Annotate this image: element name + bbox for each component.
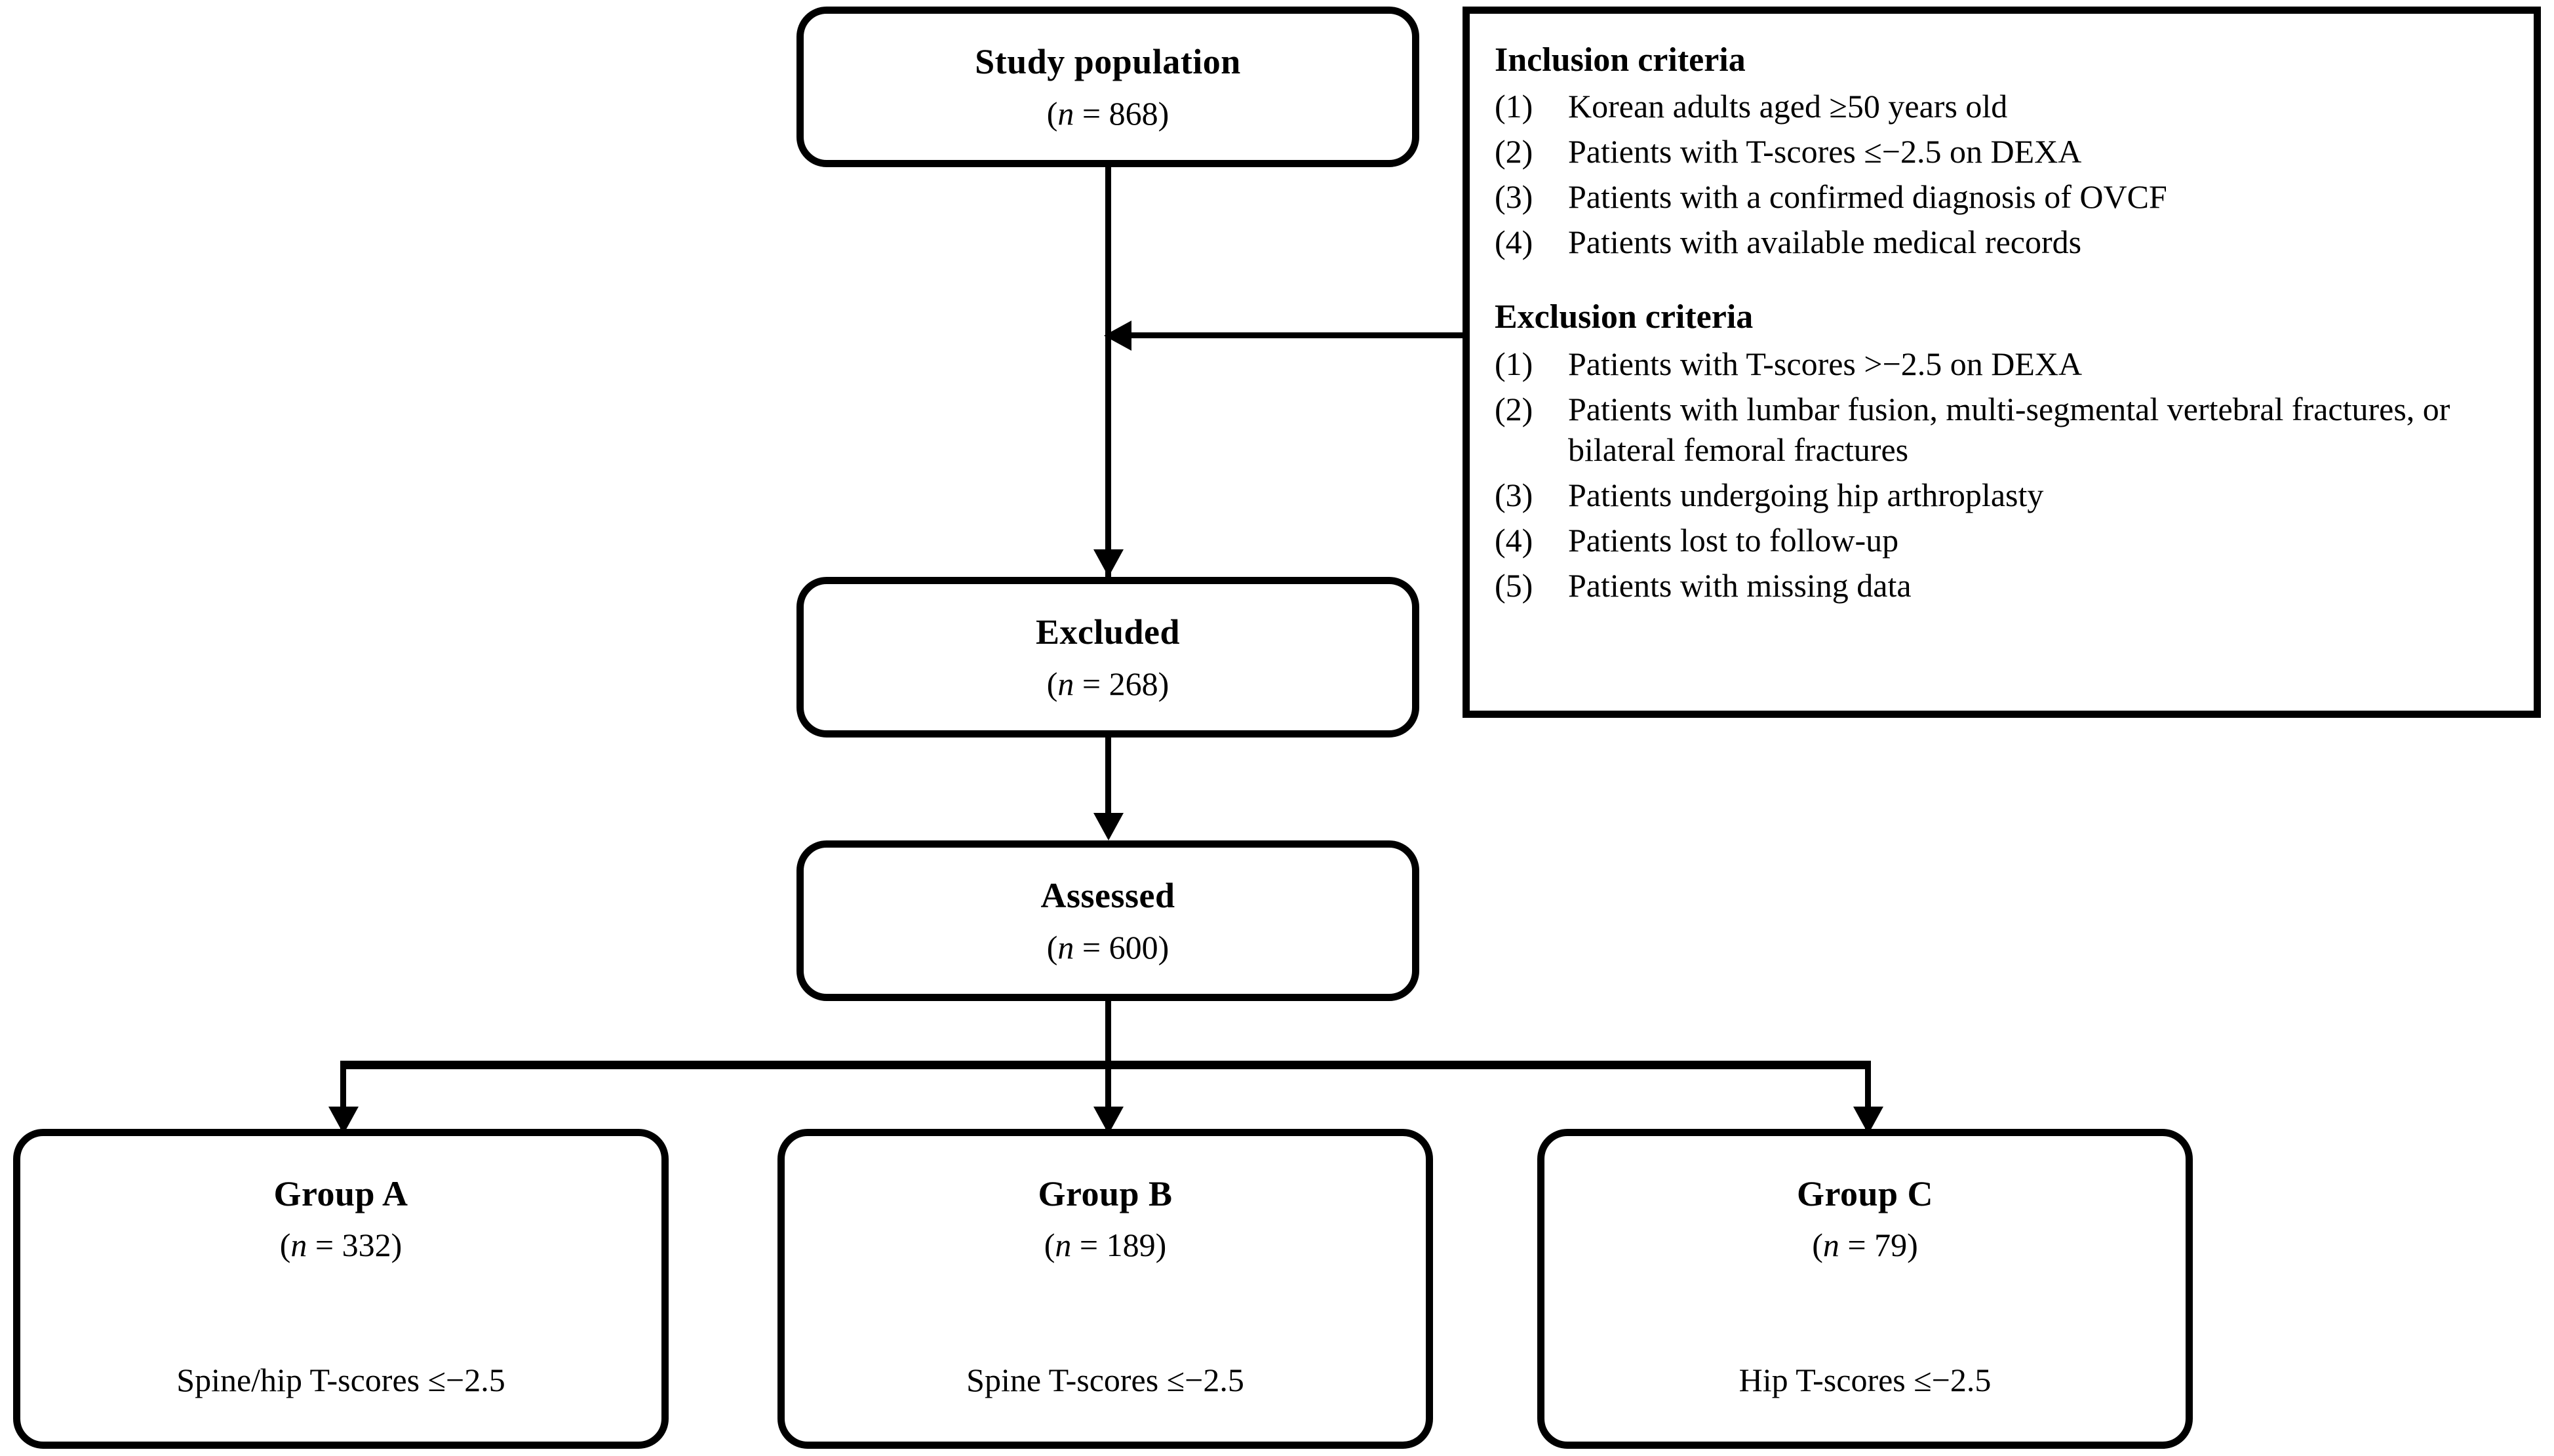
count-equals: = [1071, 1227, 1107, 1264]
group-criterion: Spine/hip T-scores ≤−2.5 [176, 1362, 505, 1398]
list-item: (5) Patients with missing data [1495, 565, 2511, 606]
list-item: (2) Patients with T-scores ≤−2.5 on DEXA [1495, 131, 2511, 172]
group-criterion: Hip T-scores ≤−2.5 [1739, 1362, 1992, 1398]
count-equals: = [1074, 665, 1109, 702]
count-equals: = [1074, 928, 1109, 966]
count-equals: = [307, 1227, 342, 1264]
node-title: Excluded [1035, 612, 1181, 652]
arrowhead-excluded-to-assessed [1093, 813, 1124, 840]
group-count: (n = 332) [280, 1227, 403, 1263]
criteria-panel: Inclusion criteria (1) Korean adults age… [1463, 7, 2541, 718]
item-number: (1) [1495, 345, 1533, 382]
node-title: Assessed [1040, 876, 1175, 916]
item-text: Patients lost to follow-up [1568, 521, 1899, 559]
count-close-paren: ) [1158, 94, 1169, 132]
item-text: Patients with a confirmed diagnosis of O… [1568, 178, 2167, 216]
count-variable: n [1822, 1227, 1839, 1264]
list-item: (2) Patients with lumbar fusion, multi-s… [1495, 389, 2511, 470]
group-title: Group A [273, 1174, 408, 1213]
connector-branch-group-b [1105, 1061, 1111, 1133]
connector-criteria-to-trunk [1105, 332, 1467, 338]
group-count: (n = 189) [1044, 1227, 1167, 1263]
count-variable: n [1057, 928, 1074, 966]
arrowhead-study-to-excluded [1093, 549, 1124, 577]
connector-branch-group-c [1865, 1061, 1871, 1133]
item-text: Patients undergoing hip arthroplasty [1568, 476, 2044, 513]
connector-branch-group-a [340, 1061, 346, 1133]
node-count: (n = 868) [1047, 95, 1169, 132]
group-title: Group C [1796, 1174, 1934, 1213]
count-open-paren: ( [1044, 1227, 1055, 1264]
count-equals: = [1839, 1227, 1875, 1264]
count-equals: = [1074, 94, 1109, 132]
item-number: (3) [1495, 178, 1533, 216]
item-number: (3) [1495, 476, 1533, 513]
item-number: (2) [1495, 133, 1533, 170]
count-variable: n [1057, 665, 1074, 702]
count-close-paren: ) [1158, 665, 1169, 702]
item-number: (1) [1495, 88, 1533, 125]
node-group-a: Group A (n = 332) Spine/hip T-scores ≤−2… [13, 1129, 669, 1449]
connector-assessed-to-splitter [1105, 1001, 1111, 1065]
section-divider-spacer [1495, 267, 2511, 297]
item-text: Patients with missing data [1568, 566, 1912, 604]
node-count: (n = 600) [1047, 929, 1169, 966]
count-open-paren: ( [279, 1227, 291, 1264]
list-item: (3) Patients undergoing hip arthroplasty [1495, 475, 2511, 515]
item-text: Patients with T-scores ≤−2.5 on DEXA [1568, 133, 2082, 170]
group-count: (n = 79) [1812, 1227, 1918, 1263]
item-number: (5) [1495, 566, 1533, 604]
item-text: Korean adults aged ≥50 years old [1568, 88, 2008, 125]
node-group-b: Group B (n = 189) Spine T-scores ≤−2.5 [777, 1129, 1433, 1449]
group-title: Group B [1038, 1174, 1173, 1213]
node-title: Study population [975, 42, 1241, 82]
node-study-population: Study population (n = 868) [796, 7, 1419, 167]
item-text: Patients with available medical records [1568, 224, 2082, 261]
connector-excluded-to-assessed [1105, 738, 1111, 823]
count-variable: n [1057, 94, 1074, 132]
list-item: (3) Patients with a confirmed diagnosis … [1495, 176, 2511, 217]
item-text: Patients with T-scores >−2.5 on DEXA [1568, 345, 2083, 382]
count-close-paren: ) [391, 1227, 403, 1264]
node-assessed: Assessed (n = 600) [796, 840, 1419, 1001]
count-value: 79 [1874, 1227, 1908, 1264]
list-item: (1) Patients with T-scores >−2.5 on DEXA [1495, 344, 2511, 384]
count-variable: n [290, 1227, 307, 1264]
inclusion-criteria-heading: Inclusion criteria [1495, 41, 1746, 79]
count-variable: n [1055, 1227, 1072, 1264]
list-item: (4) Patients lost to follow-up [1495, 520, 2511, 561]
count-value: 868 [1109, 94, 1158, 132]
count-value: 600 [1109, 928, 1158, 966]
count-open-paren: ( [1046, 928, 1058, 966]
count-close-paren: ) [1907, 1227, 1918, 1264]
item-number: (4) [1495, 521, 1533, 559]
list-item: (4) Patients with available medical reco… [1495, 222, 2511, 262]
count-close-paren: ) [1158, 928, 1169, 966]
connector-study-to-excluded [1105, 167, 1111, 577]
list-item: (1) Korean adults aged ≥50 years old [1495, 86, 2511, 127]
count-open-paren: ( [1046, 665, 1058, 702]
item-number: (2) [1495, 390, 1533, 427]
arrowhead-criteria-to-trunk [1104, 321, 1131, 351]
exclusion-criteria-list: (1) Patients with T-scores >−2.5 on DEXA… [1495, 344, 2511, 606]
count-value: 189 [1106, 1227, 1156, 1264]
count-open-paren: ( [1046, 94, 1058, 132]
count-open-paren: ( [1812, 1227, 1823, 1264]
exclusion-criteria-heading: Exclusion criteria [1495, 298, 1754, 336]
count-value: 268 [1109, 665, 1158, 702]
item-text: Patients with lumbar fusion, multi-segme… [1568, 390, 2450, 468]
count-value: 332 [342, 1227, 391, 1264]
node-group-c: Group C (n = 79) Hip T-scores ≤−2.5 [1537, 1129, 2193, 1449]
node-excluded: Excluded (n = 268) [796, 577, 1419, 738]
count-close-paren: ) [1155, 1227, 1167, 1264]
inclusion-criteria-list: (1) Korean adults aged ≥50 years old (2)… [1495, 86, 2511, 262]
node-count: (n = 268) [1047, 665, 1169, 702]
item-number: (4) [1495, 224, 1533, 261]
group-criterion: Spine T-scores ≤−2.5 [966, 1362, 1244, 1398]
